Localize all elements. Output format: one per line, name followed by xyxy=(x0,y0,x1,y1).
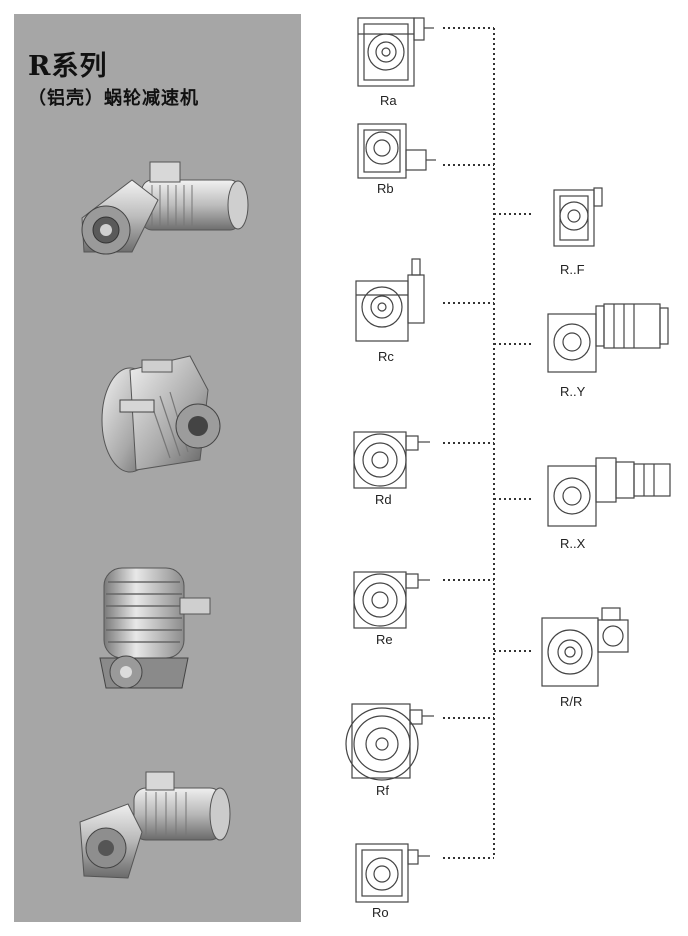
rc-drawing xyxy=(355,258,425,342)
rx-motor-drawing xyxy=(547,457,671,527)
label-rb: Rb xyxy=(377,181,394,196)
motor-reducer-photo-2 xyxy=(79,771,231,879)
motor-reducer-photo xyxy=(81,161,249,255)
finned-reducer-photo xyxy=(99,567,211,689)
rb-drawing xyxy=(357,123,436,179)
rf-drawing xyxy=(345,703,434,781)
label-r-r: R/R xyxy=(560,694,583,709)
label-r-x: R..X xyxy=(560,536,586,551)
ry-motor-drawing xyxy=(547,303,669,373)
label-ro: Ro xyxy=(372,905,389,920)
series-subtitle: （铝壳）蜗轮减速机 xyxy=(28,88,199,109)
label-rc: Rc xyxy=(378,349,394,364)
ro-drawing xyxy=(355,843,430,903)
label-rd: Rd xyxy=(375,492,392,507)
label-r-f: R..F xyxy=(560,262,585,277)
label-re: Re xyxy=(376,632,393,647)
series-title: R系列 xyxy=(28,51,108,82)
ra-drawing xyxy=(357,17,434,87)
label-ra: Ra xyxy=(380,93,397,108)
shaft-reducer-photo xyxy=(101,355,221,473)
rf-flange-drawing xyxy=(553,187,603,247)
rr-double-drawing xyxy=(541,607,629,687)
label-r-y: R..Y xyxy=(560,384,586,399)
label-rf: Rf xyxy=(376,783,389,798)
re-drawing xyxy=(353,571,430,629)
rd-drawing xyxy=(353,431,430,489)
